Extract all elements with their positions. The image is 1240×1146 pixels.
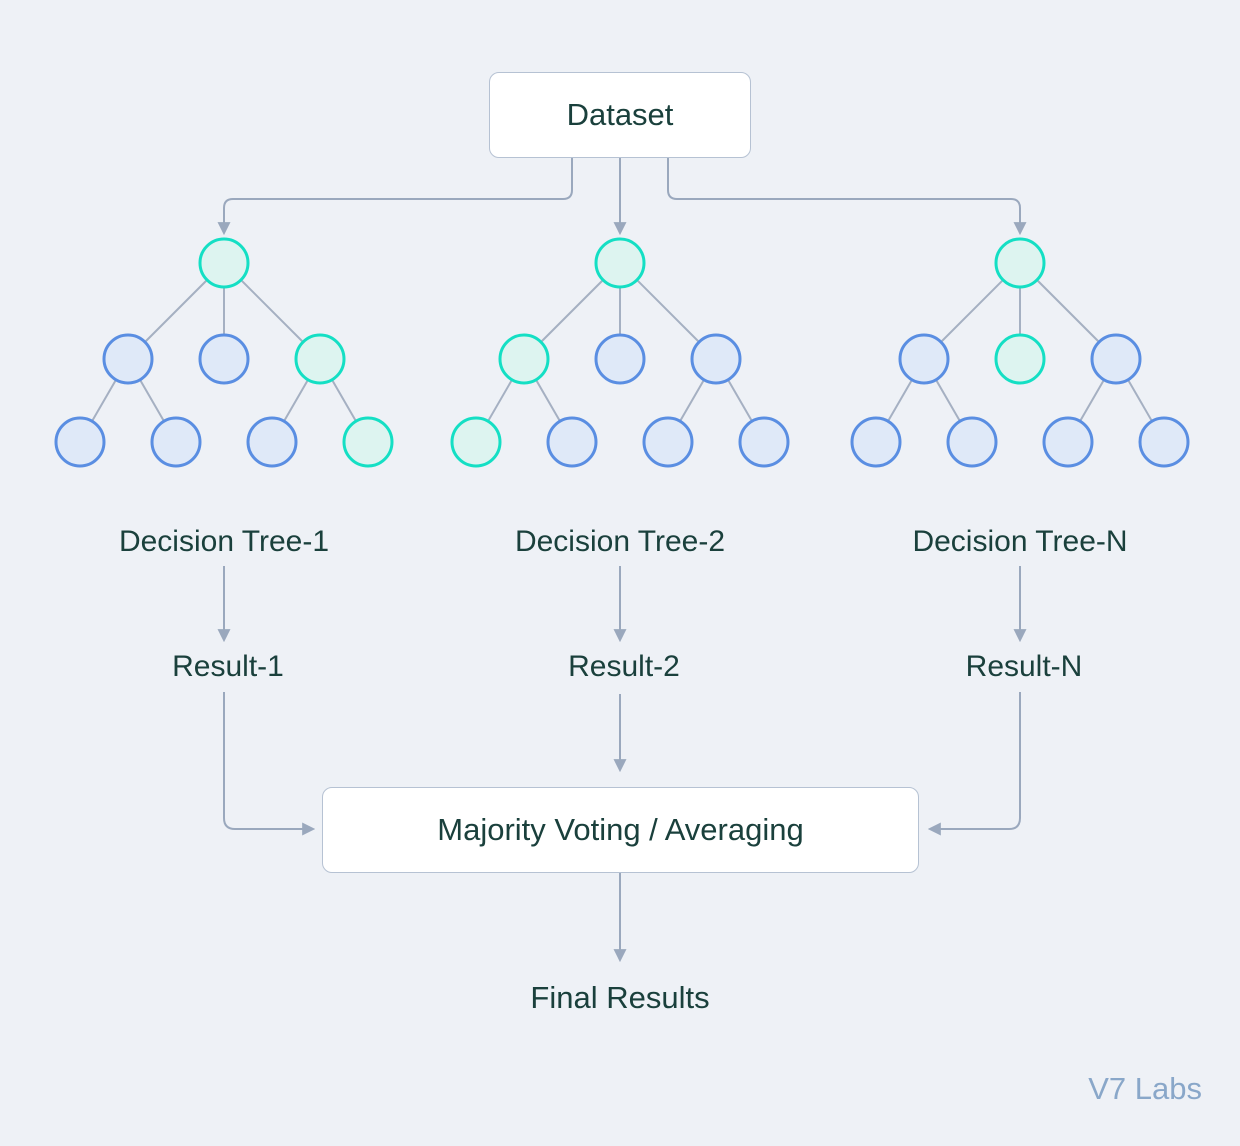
tree-2-mid-node-2 [594, 333, 646, 385]
dataset-box-label: Dataset [566, 97, 674, 132]
tree-2-root-node [594, 237, 646, 289]
result2-label: Result-2 [568, 650, 680, 683]
tree-1-leaf-node-2 [150, 416, 202, 468]
connectors [217, 158, 1027, 963]
aggregator-box-label: Majority Voting / Averaging [437, 812, 804, 847]
tree-1-root-node [198, 237, 250, 289]
tree-3-mid-node-2 [994, 333, 1046, 385]
tree-3-leaf-node-3 [1042, 416, 1094, 468]
tree-2-leaf-node-3 [642, 416, 694, 468]
tree-1-leaf-node-4 [342, 416, 394, 468]
tree1-label: Decision Tree-1 [118, 525, 330, 558]
tree-1-leaf-node-1 [54, 416, 106, 468]
result1-label: Result-1 [172, 650, 284, 683]
v7-labs-watermark: V7 Labs [1088, 1071, 1202, 1106]
connector-resultN-to-aggregator [927, 692, 1021, 836]
tree-nodes [54, 237, 1190, 468]
connector-dataset-to-tree3 [667, 158, 1027, 236]
aggregator-box: Majority Voting / Averaging [322, 787, 919, 873]
tree-2-mid-node-1 [498, 333, 550, 385]
tree-3-mid-node-1 [898, 333, 950, 385]
tree-3-leaf-node-4 [1138, 416, 1190, 468]
connector-dataset-to-tree1 [217, 158, 573, 236]
tree-2-leaf-node-1 [450, 416, 502, 468]
dataset-box: Dataset [489, 72, 751, 158]
tree-1-mid-node-3 [294, 333, 346, 385]
tree-3-leaf-node-1 [850, 416, 902, 468]
tree-1-mid-node-2 [198, 333, 250, 385]
tree-3-root-node [994, 237, 1046, 289]
tree-1-leaf-node-3 [246, 416, 298, 468]
tree3-label: Decision Tree-N [912, 525, 1128, 558]
tree-2-leaf-node-2 [546, 416, 598, 468]
tree-3-mid-node-3 [1090, 333, 1142, 385]
tree-3-leaf-node-2 [946, 416, 998, 468]
tree-2-mid-node-3 [690, 333, 742, 385]
resultN-label: Result-N [965, 650, 1083, 683]
tree-2-leaf-node-4 [738, 416, 790, 468]
connector-result1-to-aggregator [223, 692, 316, 836]
tree-1-mid-node-1 [102, 333, 154, 385]
final-results-label: Final Results [530, 980, 710, 1015]
tree2-label: Decision Tree-2 [514, 525, 726, 558]
